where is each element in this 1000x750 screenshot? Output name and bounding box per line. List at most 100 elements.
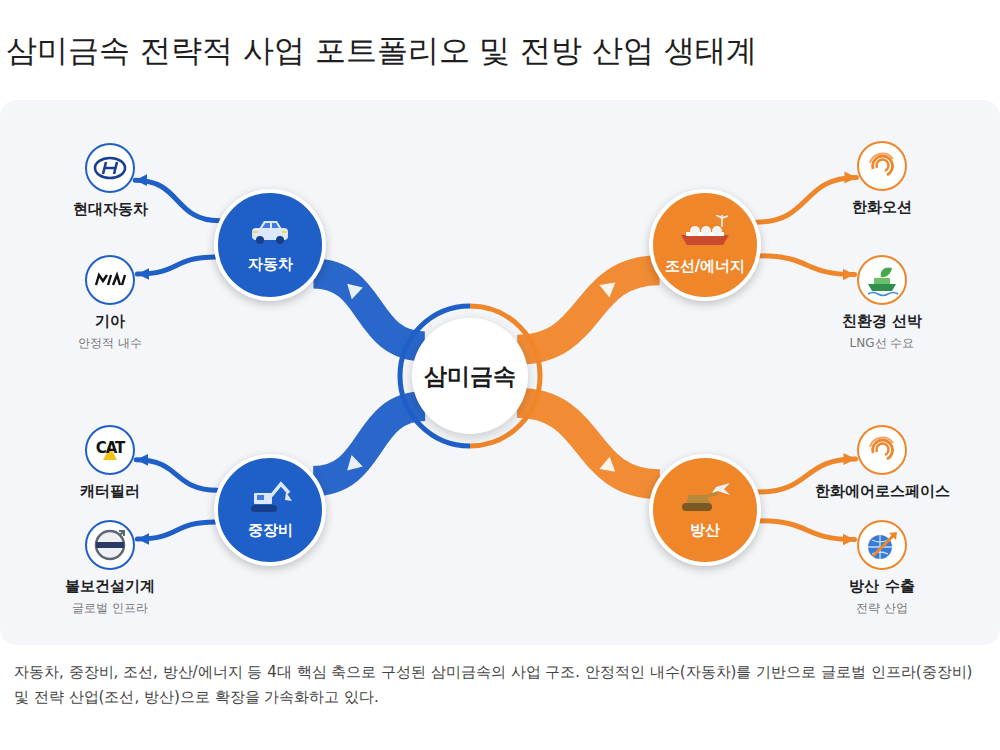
logo-circle xyxy=(857,425,907,475)
connector xyxy=(313,406,425,481)
icon-shape xyxy=(876,160,888,171)
icon-shape xyxy=(859,143,905,189)
icon-shape xyxy=(721,218,723,227)
icon-shape xyxy=(259,221,282,229)
logo-circle xyxy=(857,255,907,305)
title: 삼미금속 전략적 사업 포트폴리오 및 전방 산업 생태계 xyxy=(6,30,757,72)
connector xyxy=(517,403,660,484)
logo-circle xyxy=(85,143,135,193)
node-label: 현대자동차 xyxy=(73,200,148,219)
icon-shape xyxy=(678,481,732,513)
icon-shape xyxy=(87,257,133,303)
icon-shape xyxy=(704,493,718,497)
node-label: 자동차 xyxy=(248,255,293,274)
icon-shape xyxy=(103,162,117,174)
icon-shape xyxy=(256,236,264,244)
icon-shape xyxy=(96,542,124,548)
icon-shape xyxy=(285,492,292,501)
sector-circle: 방산 xyxy=(649,454,761,566)
icon-shape xyxy=(282,231,287,233)
icon-shape xyxy=(87,522,133,568)
node-sublabel: 안정적 내수 xyxy=(78,335,142,352)
node-label: 한화오션 xyxy=(852,198,912,217)
flow-line xyxy=(137,522,215,539)
connector xyxy=(137,522,215,539)
partner-node: 방산 수출전략 산업 xyxy=(849,520,914,617)
logo-circle xyxy=(857,520,907,570)
partner-node: 한화오션 xyxy=(852,141,912,217)
node-label: 기아 xyxy=(95,312,125,331)
icon-shape xyxy=(690,226,700,236)
icon-shape xyxy=(96,531,124,559)
node-label: 방산 xyxy=(690,521,720,540)
icon-shape xyxy=(712,483,730,495)
icon-shape xyxy=(874,278,890,284)
sector-circle: 조선/에너지 xyxy=(649,189,761,301)
node-label: 한화에어로스페이스 xyxy=(815,482,950,501)
flow-line xyxy=(136,460,217,491)
connector xyxy=(135,180,219,221)
icon-shape xyxy=(95,158,125,178)
sector-icon xyxy=(678,481,732,517)
icon-shape xyxy=(868,293,898,296)
node-label: 볼보건설기계 xyxy=(65,577,155,596)
node-sublabel: 전략 산업 xyxy=(856,600,908,617)
flow-line xyxy=(760,521,855,540)
sector-icon xyxy=(247,217,293,251)
icon-shape xyxy=(889,532,897,540)
caption: 자동차, 중장비, 조선, 방산/에너지 등 4대 핵심 축으로 구성된 삼미금… xyxy=(14,660,986,710)
arrowhead xyxy=(599,457,620,478)
logo-circle xyxy=(85,520,135,570)
icon-shape xyxy=(876,444,888,455)
icon-shape xyxy=(262,223,279,228)
connector xyxy=(756,177,856,222)
icon-shape xyxy=(873,440,893,459)
center-circle: 삼미금속 xyxy=(412,318,528,434)
arrowhead xyxy=(342,278,363,299)
partner-node: 볼보건설기계글로벌 인프라 xyxy=(65,520,155,617)
icon-shape xyxy=(873,534,895,556)
icon-shape xyxy=(96,275,125,285)
node-sublabel: LNG선 수요 xyxy=(850,335,915,352)
connector xyxy=(137,257,215,274)
icon-shape xyxy=(678,215,732,249)
node-label: 삼미금속 xyxy=(424,361,516,392)
partner-node: CAT 캐터필러 xyxy=(80,425,140,501)
icon-shape xyxy=(253,231,258,233)
arrowhead xyxy=(599,276,620,297)
partner-node: 현대자동차 xyxy=(73,143,148,219)
arrowhead xyxy=(342,455,363,476)
logo-circle: CAT xyxy=(85,425,135,475)
node-label: 중장비 xyxy=(248,521,293,540)
icon-shape xyxy=(859,427,905,473)
icon-shape xyxy=(712,226,722,236)
node-label: 친환경 선박 xyxy=(842,312,922,331)
icon-shape xyxy=(276,236,284,244)
icon-shape xyxy=(254,493,272,504)
icon-shape xyxy=(881,267,892,277)
icon-shape xyxy=(681,235,729,245)
connector xyxy=(760,256,855,275)
icon-shape xyxy=(870,154,893,163)
icon-shape xyxy=(873,156,893,175)
icon-shape xyxy=(251,505,277,512)
icon-shape xyxy=(257,495,264,500)
flow-line xyxy=(756,177,856,222)
icon-shape xyxy=(701,226,711,236)
icon-shape xyxy=(119,531,124,536)
sector-circle: 중장비 xyxy=(214,454,326,566)
node-label: 방산 수출 xyxy=(849,577,914,596)
connector xyxy=(517,270,659,349)
flow-band xyxy=(313,406,425,481)
icon-shape xyxy=(245,481,295,513)
logo-circle xyxy=(857,141,907,191)
flow-line xyxy=(135,180,219,221)
icon-shape xyxy=(868,284,896,291)
icon-shape xyxy=(859,257,905,303)
sector-icon xyxy=(245,481,295,517)
node-sublabel: 글로벌 인프라 xyxy=(72,600,148,617)
flow-band xyxy=(313,273,424,346)
node-label: 캐터필러 xyxy=(80,482,140,501)
logo-circle xyxy=(85,255,135,305)
flow-band xyxy=(517,270,659,349)
